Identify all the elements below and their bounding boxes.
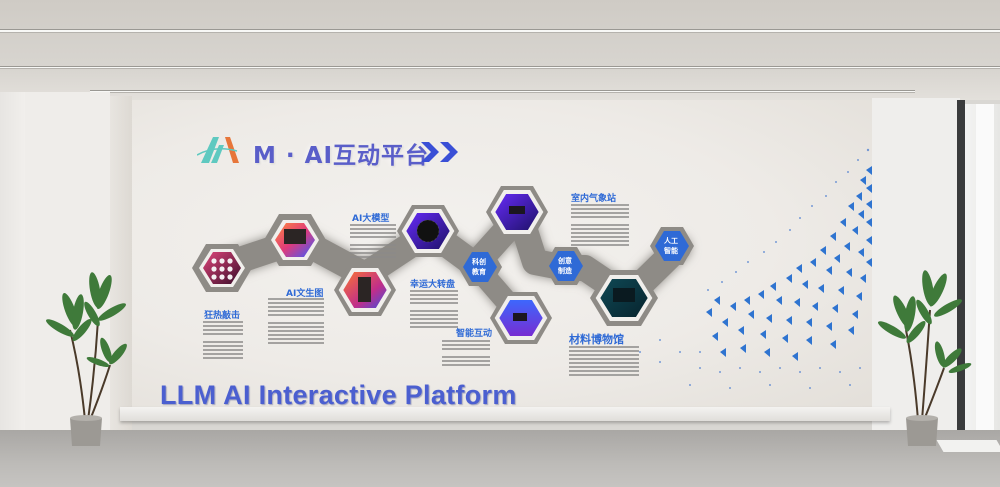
ai-logo-icon — [197, 137, 239, 163]
section-label-damoxing: AI大模型 — [352, 214, 390, 224]
hex-screen-xingyun — [334, 264, 396, 316]
ceiling-light-2 — [0, 66, 1000, 69]
hex-screen-qixiang — [486, 186, 548, 238]
left-pillar-side — [110, 96, 132, 432]
hex-badge-rengong-text: 人工智能 — [664, 237, 678, 255]
window-mullion — [976, 104, 994, 459]
section-label-kuangre: 狂热敲击 — [204, 311, 241, 321]
left-wall — [0, 92, 25, 432]
hex-screen-bowuguan — [590, 270, 658, 326]
section-text-xingyun — [410, 290, 458, 330]
hex-badge-rengong — [650, 227, 694, 265]
section-text-wenshengtu — [268, 298, 324, 346]
right-pillar — [872, 98, 960, 438]
floor — [0, 430, 1000, 487]
section-label-wenshengtu: AI文生图 — [286, 289, 324, 299]
hex-badge-chuangyi — [544, 247, 588, 285]
section-label-bowuguan: 材料博物馆 — [569, 333, 624, 346]
left-pillar — [25, 92, 110, 432]
sign-title-en: LLM AI Interactive Platform — [160, 380, 517, 410]
hex-screen-hudong — [490, 292, 552, 344]
section-label-xingyun: 幸运大转盘 — [410, 280, 456, 290]
dot-mosaic — [619, 148, 870, 389]
section-label-qixiang: 室内气象站 — [571, 194, 617, 204]
ceiling-light-1 — [0, 29, 1000, 33]
window-frame — [957, 100, 965, 450]
double-chevron-right-icon — [421, 142, 439, 162]
section-text-hudong — [442, 340, 490, 368]
display-ledge — [120, 407, 890, 421]
section-text-bowuguan — [569, 346, 639, 378]
hex-badge-kechuang — [458, 248, 502, 286]
potted-plant-right — [878, 270, 972, 446]
hex-screen-damoxing — [397, 205, 459, 257]
section-text-damoxing — [350, 224, 396, 260]
ceiling — [0, 0, 1000, 100]
section-label-hudong: 智能互动 — [456, 329, 493, 339]
triangle-mosaic — [706, 166, 872, 361]
section-text-qixiang — [571, 204, 629, 248]
hex-badge-kechuang-text: 科创教育 — [472, 258, 486, 276]
hex-screen-kuangre — [192, 244, 252, 292]
hex-badge-chuangyi-text: 创意制造 — [558, 257, 572, 275]
potted-plant-left — [46, 272, 127, 446]
sign-title-cn: M · AI互动平台 — [253, 143, 429, 169]
hex-screen-wenshengtu — [264, 214, 326, 266]
double-chevron-right-icon-2 — [440, 142, 458, 162]
ceiling-light-3 — [90, 90, 915, 93]
section-text-kuangre — [203, 321, 243, 361]
